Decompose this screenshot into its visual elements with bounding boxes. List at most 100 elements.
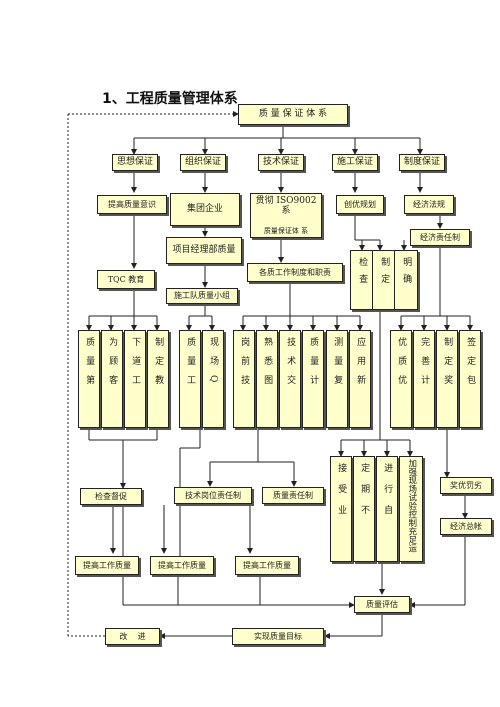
- level1-label: 技术保证: [262, 157, 299, 168]
- quality-resp-box: 质量责任制: [262, 487, 324, 504]
- vertical-label: 现场Q: [208, 337, 219, 393]
- duty-box: 各质工作制度和职责: [247, 263, 343, 282]
- level1-label: 组织保证: [184, 157, 221, 168]
- vertical-label: 质量第: [84, 337, 95, 394]
- econ-resp-box: 经济责任制: [410, 229, 470, 246]
- group-e-box-4: 加强现场试验控制充足运: [399, 456, 423, 562]
- box-label: 提高工作质量: [83, 560, 131, 570]
- group-b-box-2: 现场Q: [202, 330, 224, 428]
- box-label: 各质工作制度和职责: [259, 267, 331, 277]
- page-title: 1、工程质量管理体系: [102, 91, 238, 107]
- box-label: 经济总帐: [450, 521, 482, 531]
- box-label: 技术岗位责任制: [185, 490, 241, 500]
- group-c-box-3: 技术交: [279, 330, 301, 428]
- group-c-box-2: 熟悉图: [256, 330, 278, 428]
- box-label: 项目经理部质量: [172, 245, 236, 256]
- box-label: 提高工作质量: [158, 560, 206, 570]
- vertical-label: 质量计: [308, 337, 319, 394]
- check-text: 检查: [357, 257, 368, 291]
- vertical-label: 制定奖: [442, 337, 453, 394]
- level1-label: 施工保证: [336, 157, 373, 168]
- vertical-label: 完善计: [419, 337, 430, 394]
- root-label: 质 量 保 证 体 系: [258, 109, 328, 120]
- group-e-box-2: 定期不: [353, 456, 375, 562]
- group-d-box-2: 完善计: [413, 330, 435, 428]
- box-label: TQC 教育: [107, 274, 145, 284]
- vertical-label: 为顾客: [107, 337, 118, 394]
- level1-construct-box: 施工保证: [332, 154, 378, 171]
- group-a-box-1: 质量第: [78, 330, 100, 428]
- group-a-box-3: 下道工: [124, 330, 146, 428]
- improve-awareness-box: 提高质量意识: [97, 195, 167, 214]
- fix-plan-box: 创优规划: [336, 195, 384, 214]
- vertical-label: 加强现场试验控制充足运: [406, 459, 417, 553]
- clarify-text: 明确: [401, 257, 412, 291]
- level1-thought-box: 思想保证: [112, 154, 158, 171]
- box-label: 奖优罚劣: [450, 480, 482, 490]
- box-label: 集团企业: [186, 204, 223, 215]
- clarify-box: 明确: [394, 250, 418, 310]
- level1-system-box: 制度保证: [399, 154, 445, 171]
- improve-work-box-3: 提高工作质量: [235, 556, 299, 575]
- econ-check-box: 经济总帐: [440, 518, 492, 535]
- vertical-label: 熟悉图: [262, 337, 273, 394]
- box-label: 贯彻 ISO9002 系: [255, 196, 317, 217]
- group-e-box-3: 进行自: [376, 456, 398, 562]
- group-c-box-1: 岗前技: [233, 330, 255, 428]
- goal-box: 实现质量目标: [232, 628, 324, 645]
- tech-resp-box: 技术岗位责任制: [174, 487, 252, 504]
- box-label: 质量责任制: [273, 490, 313, 500]
- group-d-box-3: 制定奖: [436, 330, 458, 428]
- root-box: 质 量 保 证 体 系: [238, 104, 348, 125]
- improve-work-box-1: 提高工作质量: [75, 556, 139, 575]
- vertical-label: 进行自: [382, 463, 393, 526]
- econ-law-box: 经济法规: [404, 195, 454, 214]
- box-label: 质量评估: [366, 599, 398, 609]
- box-label: 检查督促: [95, 491, 127, 501]
- improve-box: 改 进: [105, 628, 160, 645]
- vertical-label: 技术交: [285, 337, 296, 394]
- box-label: 提高工作质量: [243, 560, 291, 570]
- level1-tech-box: 技术保证: [258, 154, 304, 171]
- vertical-label: 定期不: [359, 463, 370, 526]
- inspect-box: 检查督促: [80, 488, 142, 505]
- group-e-box-1: 接受业: [330, 456, 352, 562]
- box-label: 改 进: [119, 631, 146, 641]
- level1-label: 制度保证: [403, 157, 440, 168]
- formulate-box: 制定: [372, 250, 396, 310]
- project-dept-box: 项目经理部质量: [166, 237, 242, 264]
- vertical-label: 质量工: [185, 337, 196, 394]
- group-c-box-6: 应用新: [349, 330, 371, 428]
- box-label: 施工队质量小组: [174, 291, 230, 301]
- vertical-label: 岗前技: [239, 337, 250, 394]
- vertical-label: 接受业: [336, 463, 347, 526]
- box-label: 实现质量目标: [254, 631, 302, 641]
- box-sublabel: 质量保证体 系: [263, 226, 309, 235]
- group-c-box-5: 测量复: [326, 330, 348, 428]
- group-enterprise-box: 集团企业: [170, 193, 240, 226]
- box-label: 创优规划: [344, 199, 376, 209]
- team-box: 施工队质量小组: [166, 288, 238, 304]
- vertical-label: 测量复: [332, 337, 343, 394]
- level1-label: 思想保证: [116, 157, 153, 168]
- group-c-box-4: 质量计: [302, 330, 324, 428]
- vertical-label: 制定教: [153, 337, 164, 394]
- group-d-box-1: 优质优: [390, 330, 412, 428]
- tqc-box: TQC 教育: [97, 270, 155, 289]
- box-label: 经济责任制: [420, 232, 460, 242]
- group-a-box-4: 制定教: [147, 330, 169, 428]
- box-label: 提高质量意识: [108, 199, 156, 209]
- level1-org-box: 组织保证: [180, 154, 226, 171]
- quality-eval-box: 质量评估: [354, 596, 410, 613]
- reward-box: 奖优罚劣: [440, 477, 492, 494]
- formulate-text: 制定: [379, 257, 390, 291]
- group-d-box-4: 签定包: [459, 330, 481, 428]
- vertical-label: 优质优: [396, 337, 407, 394]
- vertical-label: 签定包: [465, 337, 476, 394]
- vertical-label: 下道工: [130, 337, 141, 394]
- improve-work-box-2: 提高工作质量: [150, 556, 214, 575]
- group-a-box-2: 为顾客: [101, 330, 123, 428]
- vertical-label: 应用新: [355, 337, 366, 394]
- iso-box: 贯彻 ISO9002 系 质量保证体 系: [250, 193, 322, 238]
